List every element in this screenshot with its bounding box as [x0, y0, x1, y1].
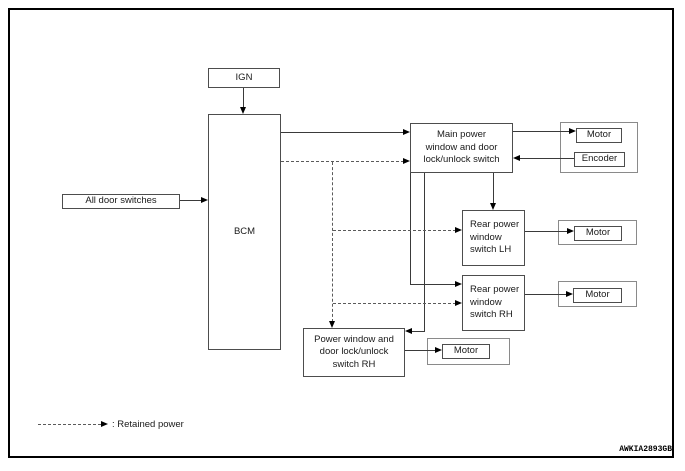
connector-main-to-front-motor [513, 131, 570, 132]
connector-bcm-retained-to-main [281, 161, 404, 162]
arrowhead-retained-to-rear-rh [455, 300, 462, 306]
arrowhead-retained-to-pw-rh [329, 321, 335, 328]
node-label-line: lock/unlock switch [423, 154, 500, 166]
node-main-power-window-switch: Main power window and door lock/unlock s… [410, 123, 513, 173]
connector-main-to-rear-lh [493, 173, 494, 204]
legend-label: : Retained power [112, 419, 184, 430]
diagram-frame [8, 8, 674, 458]
arrowhead-retained-to-rear-lh [455, 227, 462, 233]
node-label-line: window and door [425, 141, 498, 153]
node-label-line: switch LH [470, 244, 512, 256]
legend-arrowhead [101, 421, 108, 427]
figure-id: AWKIA2893GB [619, 445, 672, 454]
arrowhead-bcm-to-main [403, 129, 410, 135]
connector-main-to-pw-rh-horizontal [412, 331, 425, 332]
arrowhead-main-to-rear-lh [490, 203, 496, 210]
node-label-line: Rear power [470, 219, 520, 231]
arrowhead-rear-rh-to-motor [566, 291, 573, 297]
arrowhead-pw-rh-to-motor [435, 347, 442, 353]
node-bcm: BCM [208, 114, 281, 350]
arrowhead-ign-to-bcm [240, 107, 246, 114]
node-rear-power-window-switch-rh: Rear power window switch RH [462, 275, 525, 331]
connector-retained-vertical [332, 162, 333, 322]
connector-ign-to-bcm [243, 87, 244, 108]
connector-encoder-to-main [520, 158, 574, 159]
node-ign: IGN [208, 68, 280, 88]
arrowhead-main-to-pw-rh [405, 328, 412, 334]
arrowhead-doorswitches-to-bcm [201, 197, 208, 203]
node-label-line: Main power [436, 129, 487, 141]
connector-main-to-pw-rh-vertical [424, 173, 425, 332]
arrowhead-retained-to-main [403, 158, 410, 164]
arrowhead-encoder-to-main [513, 155, 520, 161]
node-all-door-switches: All door switches [62, 194, 180, 209]
node-pw-motor-rh: Motor [442, 344, 490, 359]
connector-bcm-to-main [281, 132, 404, 133]
node-label-line: window [470, 231, 502, 243]
node-rear-motor-rh: Motor [573, 288, 622, 303]
node-label-line: window [470, 296, 502, 308]
node-label-line: switch RH [332, 358, 376, 370]
node-front-motor: Motor [576, 128, 622, 143]
node-rear-motor-lh: Motor [574, 226, 622, 241]
connector-rear-rh-to-motor [525, 294, 567, 295]
connector-doorswitches-to-bcm [180, 200, 202, 201]
arrowhead-rear-lh-to-motor [567, 228, 574, 234]
legend-dashed-line [38, 424, 101, 425]
node-encoder: Encoder [574, 152, 625, 167]
node-power-window-switch-rh: Power window and door lock/unlock switch… [303, 328, 405, 377]
node-label-line: door lock/unlock [319, 346, 389, 358]
connector-main-to-rear-rh-vertical [410, 173, 411, 285]
node-label-line: Rear power [470, 284, 520, 296]
node-rear-power-window-switch-lh: Rear power window switch LH [462, 210, 525, 266]
connector-rear-lh-to-motor [525, 231, 568, 232]
arrowhead-main-to-front-motor [569, 128, 576, 134]
node-label-line: switch RH [470, 309, 513, 321]
arrowhead-main-to-rear-rh [455, 281, 462, 287]
connector-main-to-rear-rh-horizontal [410, 284, 456, 285]
connector-pw-rh-to-motor [405, 350, 436, 351]
node-label-line: Power window and [314, 333, 394, 345]
connector-retained-to-rear-lh [333, 230, 456, 231]
connector-retained-to-rear-rh [333, 303, 456, 304]
